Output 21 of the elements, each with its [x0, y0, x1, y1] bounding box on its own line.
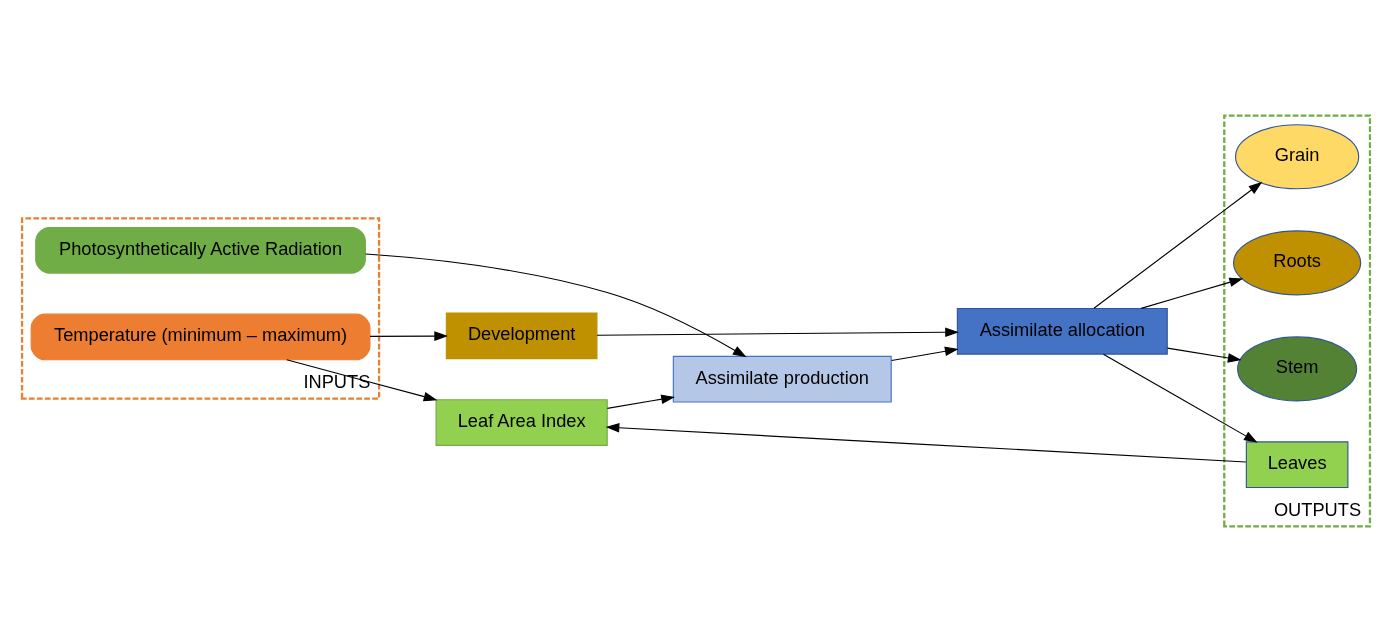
arrow — [606, 394, 675, 409]
node-box: Assimilate allocation — [956, 307, 1168, 355]
arrow — [1140, 277, 1244, 309]
node-box: Temperature (minimum – maximum) — [30, 313, 371, 361]
arrow — [1093, 181, 1263, 309]
node-box: Assimilate production — [672, 355, 892, 403]
node-box: Leaves — [1245, 441, 1349, 489]
arrow — [286, 359, 438, 402]
arrow — [1166, 347, 1242, 363]
arrow — [365, 253, 747, 358]
arrow — [1102, 353, 1258, 443]
arrow — [891, 346, 959, 362]
arrow — [369, 331, 449, 341]
node-box: Photosynthetically Active Radiation — [35, 226, 366, 274]
node-ellipse: Stem — [1237, 336, 1358, 402]
arrow — [605, 423, 1247, 463]
node-ellipse: Roots — [1233, 230, 1362, 296]
node-box: Development — [445, 312, 598, 360]
node-ellipse: Grain — [1234, 124, 1360, 190]
node-box: Leaf Area Index — [435, 399, 608, 446]
arrow — [596, 327, 959, 338]
